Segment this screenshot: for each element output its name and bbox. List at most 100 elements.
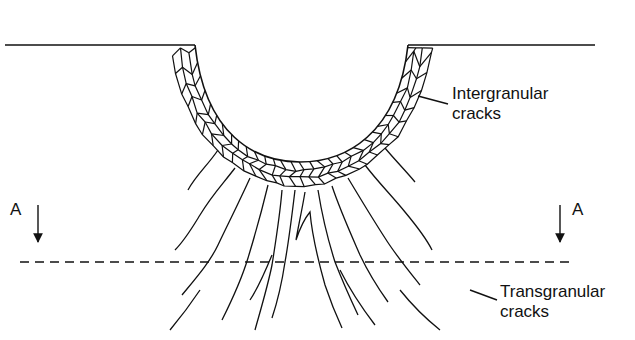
grain-boundary (181, 48, 423, 177)
grain-boundary (328, 173, 336, 178)
grain-boundary (238, 141, 240, 150)
callout-label: Transgranular cracks (500, 282, 620, 322)
grain-boundary (233, 150, 239, 153)
leader-line (418, 96, 448, 104)
grain-boundary (369, 152, 377, 155)
grain-boundary (254, 151, 258, 160)
grain-boundary (280, 176, 284, 186)
grain-boundary (372, 132, 381, 134)
grain-boundary (309, 177, 316, 185)
grain-boundary (393, 101, 401, 103)
grain-boundary (208, 104, 210, 115)
grain-boundary (422, 47, 432, 48)
grain-boundary (242, 160, 244, 171)
grain-boundary (416, 47, 422, 48)
grain-boundary (289, 177, 295, 187)
grain-boundary (299, 162, 304, 170)
section-letter: A (572, 200, 592, 220)
surface-line (5, 44, 195, 46)
section-letter: A (10, 200, 30, 220)
grain-boundary (399, 121, 406, 122)
grain-boundary (231, 135, 232, 144)
grain-boundary (411, 70, 416, 79)
grain-boundary (222, 144, 232, 146)
grain-boundary (259, 170, 267, 181)
grain-boundary (417, 73, 427, 79)
grain-boundary (407, 88, 410, 98)
grain-boundary (337, 156, 343, 162)
grain-boundary (265, 156, 267, 164)
grain-boundary (291, 162, 296, 172)
grain-boundary (353, 148, 363, 151)
grain-boundary (192, 97, 202, 101)
grain-boundary (406, 51, 414, 62)
grain-boundary (338, 162, 343, 171)
grain-boundary (401, 102, 405, 111)
grain-boundary (250, 160, 259, 164)
grain-boundary (385, 115, 393, 116)
grain-boundary (222, 124, 224, 136)
grain-boundary (273, 159, 275, 166)
grain-boundary (348, 166, 359, 169)
grain-boundary (281, 160, 286, 169)
section-arrow (37, 205, 38, 242)
grain-boundary (300, 170, 304, 177)
grain-boundary (380, 134, 382, 144)
grain-boundary (259, 164, 266, 169)
grain-boundary (397, 88, 408, 93)
grain-boundary (318, 177, 324, 184)
grain-boundary (393, 116, 399, 123)
section-line (20, 261, 575, 262)
grain-boundary (378, 125, 389, 127)
grain-boundary (345, 152, 352, 156)
grain-structure (173, 48, 433, 187)
grain-boundary (369, 143, 373, 152)
grain-boundary (328, 158, 333, 164)
grain-boundary (242, 157, 247, 160)
pit-wall (195, 45, 408, 162)
grain-boundary (202, 122, 205, 135)
grain-boundary (212, 134, 224, 136)
grain-boundary (359, 161, 368, 165)
section-arrow (559, 205, 560, 242)
grain-boundary (310, 162, 314, 169)
grain-boundary (300, 177, 304, 187)
grain-boundary (388, 125, 389, 134)
grain-boundary (309, 169, 314, 177)
grain-boundary (381, 144, 389, 145)
grain-boundary (183, 67, 193, 74)
grain-boundary (197, 113, 208, 115)
grain-boundary (176, 67, 183, 73)
grain-boundary (250, 164, 256, 176)
grain-boundary (181, 48, 189, 53)
grain-boundary (173, 48, 181, 56)
grain-boundary (389, 134, 398, 137)
grain-boundary (317, 161, 325, 167)
grain-boundary (215, 115, 217, 123)
grain-boundary (414, 51, 420, 66)
grain-boundary (186, 84, 195, 86)
grain-boundary (402, 70, 412, 78)
grain-boundary (420, 52, 432, 66)
grain-boundary (364, 140, 373, 143)
grain-boundary (189, 48, 195, 53)
grain-boundary (173, 48, 433, 187)
grain-boundary (338, 171, 346, 175)
grain-boundary (202, 91, 205, 101)
grain-boundary (348, 156, 351, 166)
grain-boundary (222, 146, 223, 158)
grain-boundary (280, 170, 286, 176)
grain-boundary (318, 167, 324, 177)
grain-boundary (205, 122, 215, 124)
grain-boundary (289, 171, 296, 176)
grain-boundary (359, 150, 364, 160)
grain-boundary (188, 97, 192, 107)
grain-boundary (405, 108, 414, 111)
grain-boundary (182, 84, 187, 95)
grain-boundary (328, 164, 333, 173)
grain-boundary (246, 147, 248, 157)
grain-boundary (212, 134, 214, 146)
leader-line (470, 290, 497, 300)
surface-line (408, 44, 595, 46)
grain-boundary (196, 113, 198, 124)
